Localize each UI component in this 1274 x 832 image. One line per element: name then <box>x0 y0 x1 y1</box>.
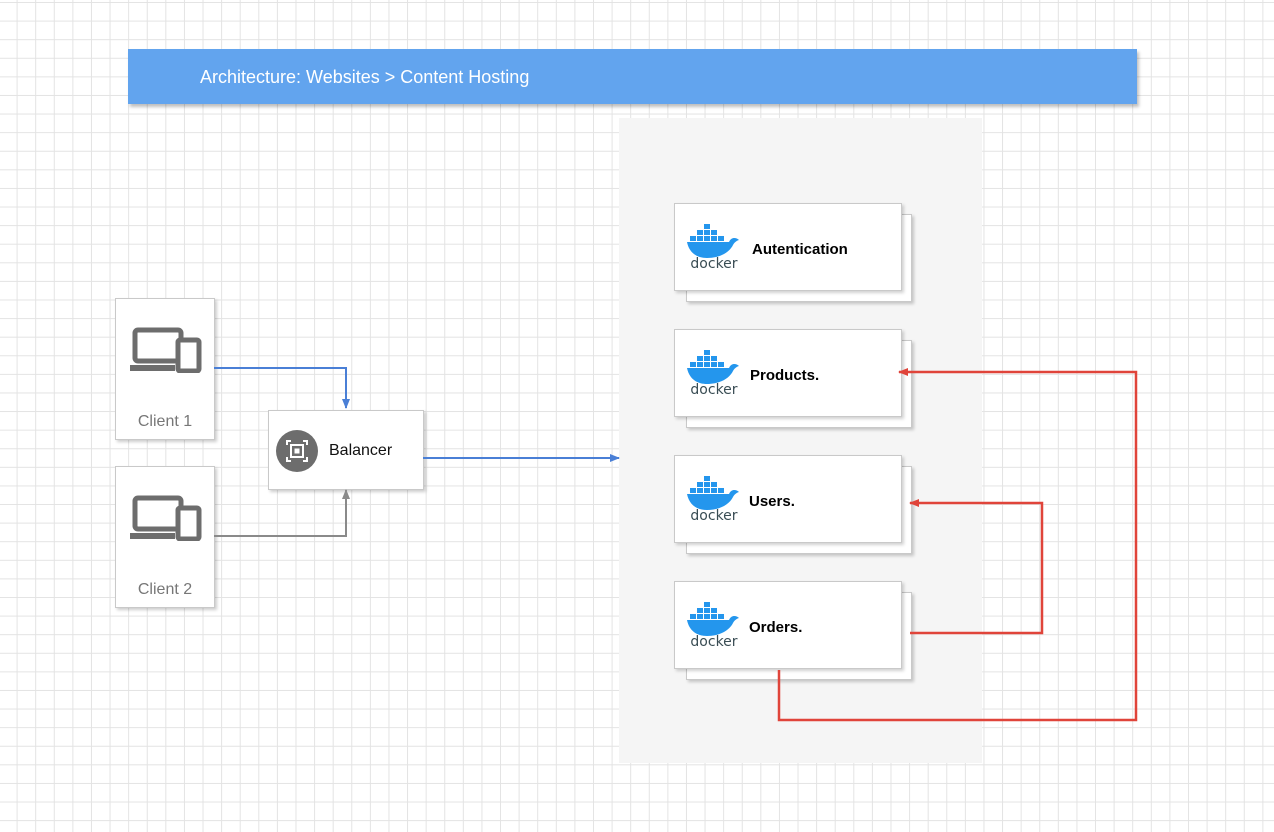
service-card: Users. <box>674 455 902 543</box>
service-orders[interactable]: Orders. <box>674 581 912 681</box>
balancer-node[interactable]: Balancer <box>268 410 424 490</box>
service-label: Products. <box>750 367 820 384</box>
client-2-label: Client 2 <box>137 581 193 598</box>
title-bar: Architecture: Websites > Content Hosting <box>128 49 1137 104</box>
service-label: Users. <box>749 493 795 510</box>
service-label: Orders. <box>749 619 803 636</box>
service-card: Autentication <box>674 203 902 291</box>
load-balancer-icon <box>276 430 318 472</box>
service-label: Autentication <box>752 241 848 258</box>
client-1-label: Client 1 <box>137 413 193 430</box>
diagram-title: Architecture: Websites > Content Hosting <box>200 67 530 87</box>
service-authentication[interactable]: Autentication <box>674 203 912 303</box>
client-2-node[interactable]: Client 2 <box>115 466 215 608</box>
edge-client2-balancer <box>214 489 350 537</box>
service-card: Products. <box>674 329 902 417</box>
service-card: Orders. <box>674 581 902 669</box>
service-users[interactable]: Users. <box>674 455 912 555</box>
edge-orders-products <box>777 368 1138 722</box>
edge-client1-balancer <box>214 367 350 409</box>
balancer-label: Balancer <box>329 442 393 459</box>
edge-orders-users <box>909 499 1044 635</box>
service-products[interactable]: Products. <box>674 329 912 429</box>
